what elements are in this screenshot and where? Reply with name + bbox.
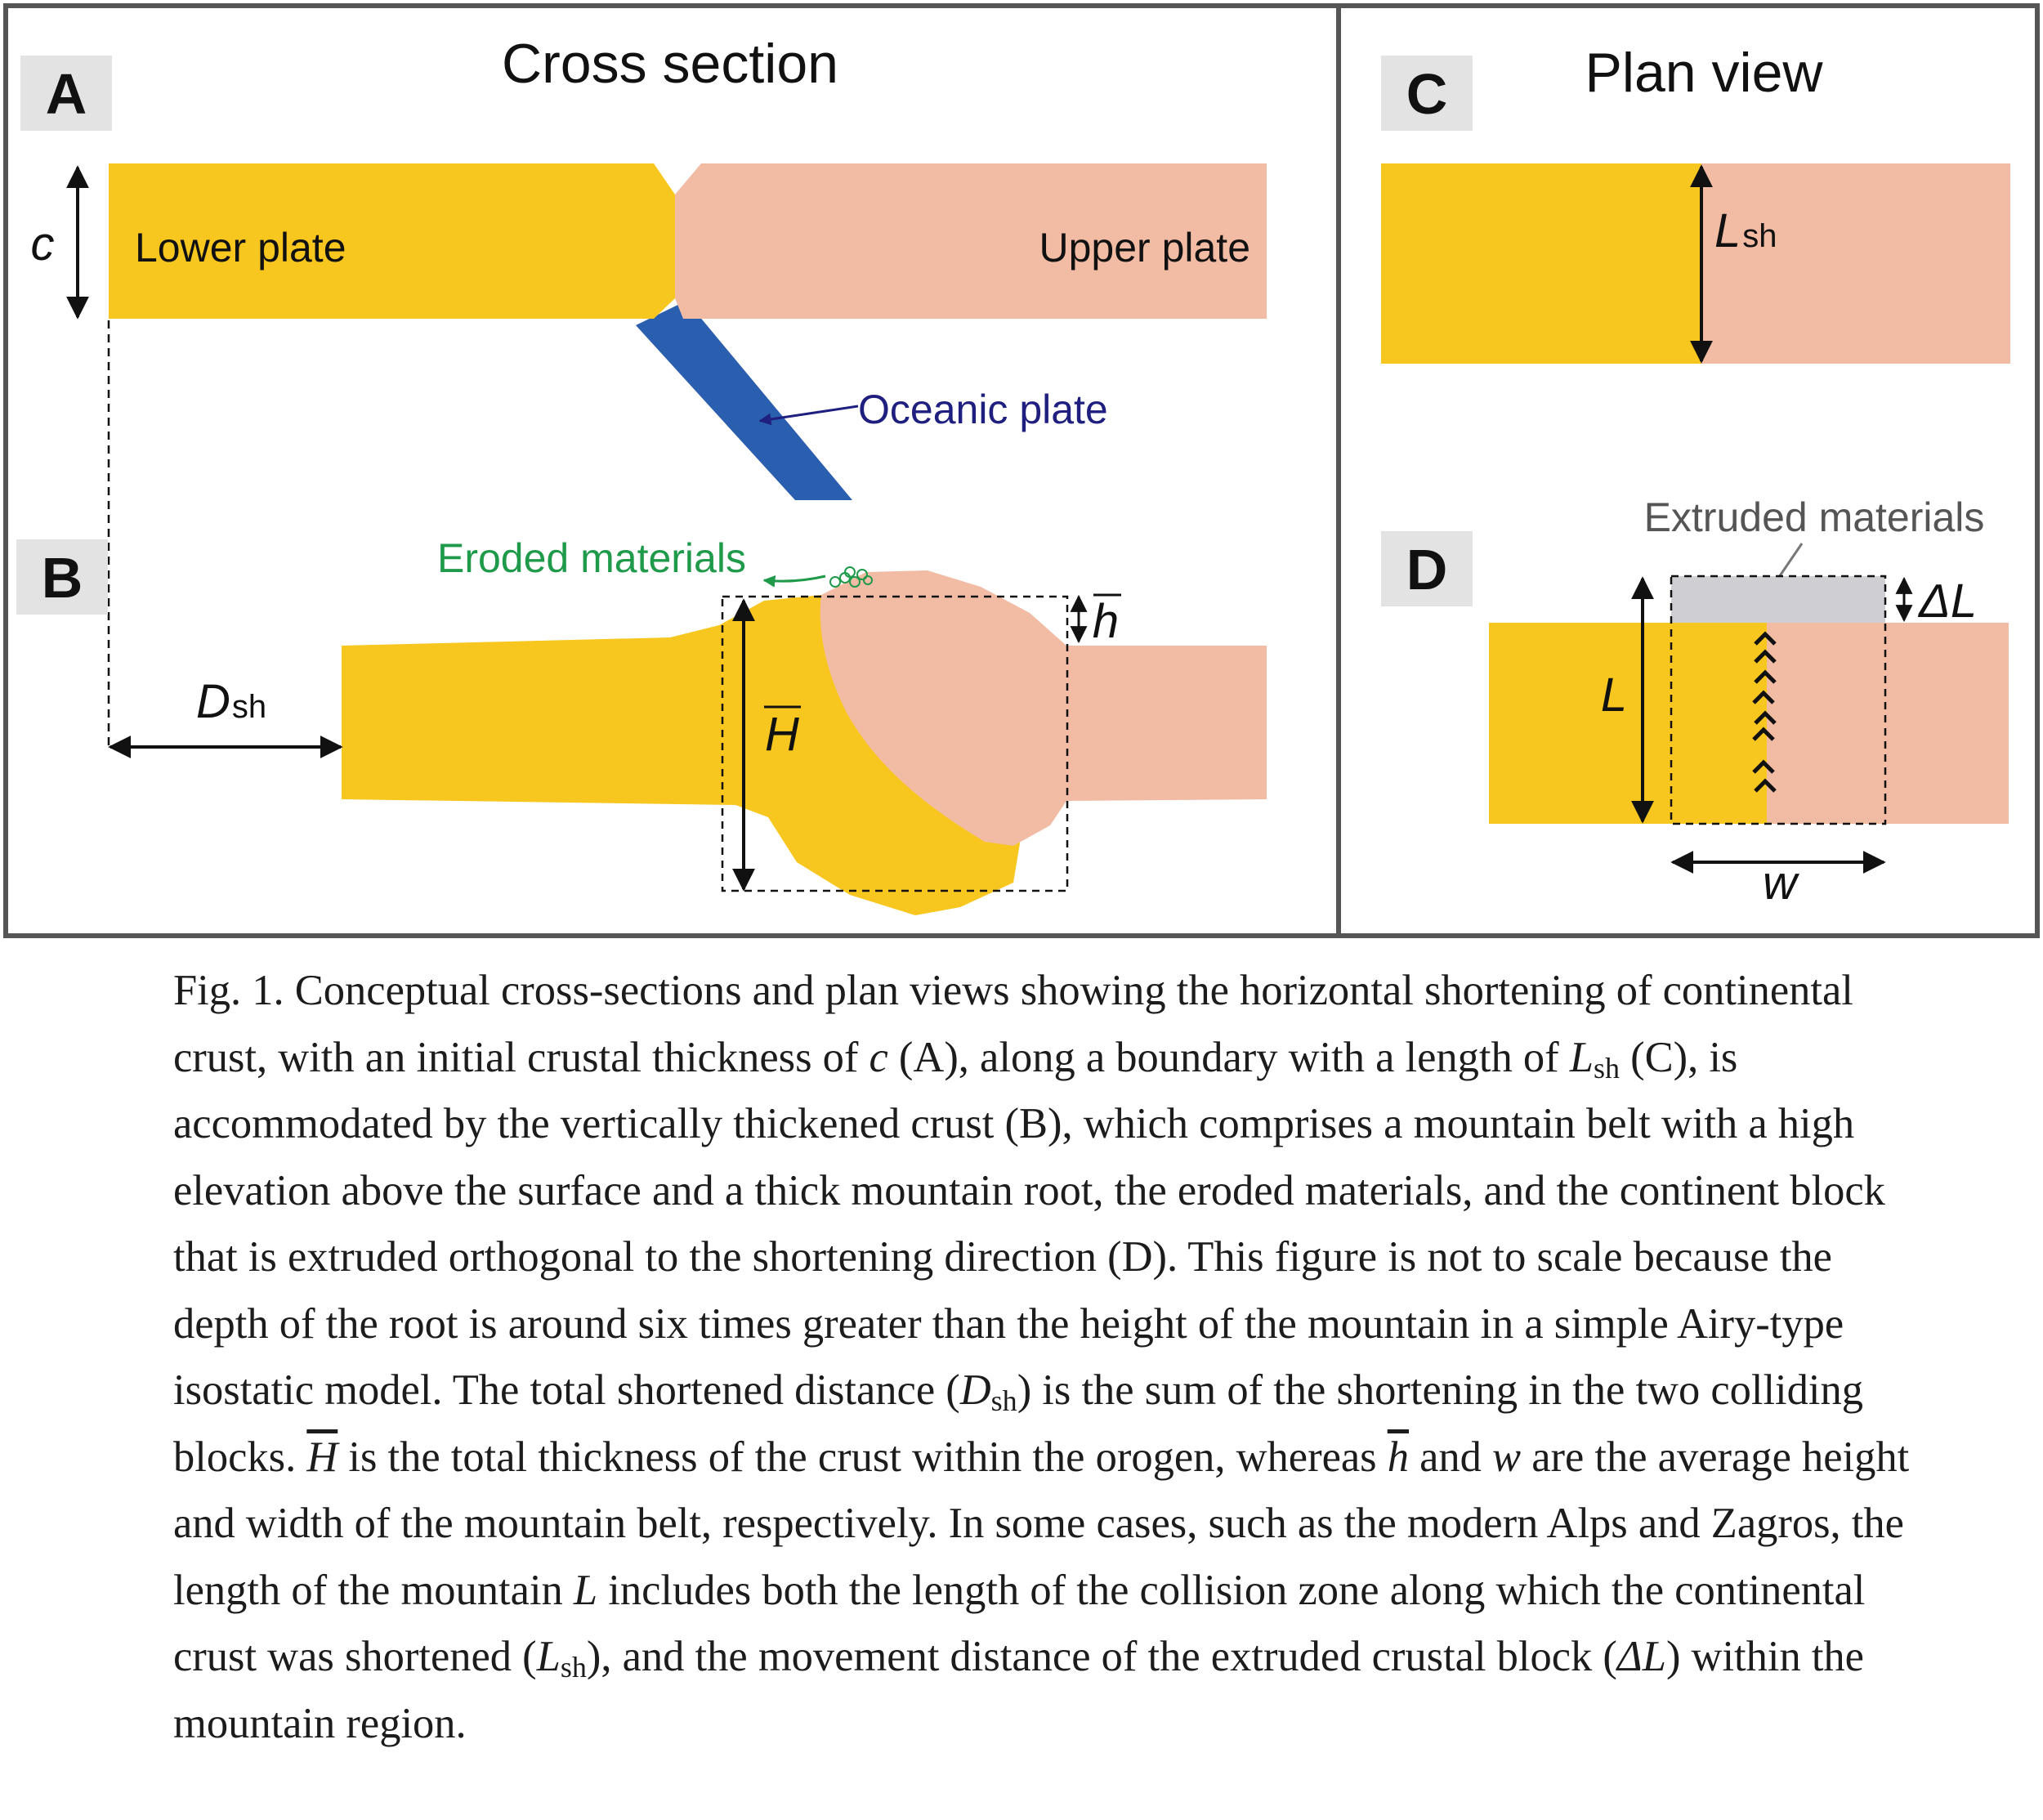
- figure: A Cross section Lower plate Upper plate …: [3, 3, 2040, 938]
- panel-d-letter-bg: [1381, 531, 1473, 606]
- dL-symbol: ΔL: [1917, 575, 1977, 628]
- figure-caption: Fig. 1. Conceptual cross-sections and pl…: [173, 967, 1910, 1747]
- eroded-particles: [829, 566, 873, 588]
- orogen-box: [721, 595, 1069, 892]
- dsh-symbol: Dsh: [196, 675, 266, 728]
- upper-plate-a: [675, 163, 1267, 319]
- eroded-arrow: [762, 575, 826, 588]
- lower-plate-a: [109, 163, 675, 319]
- oceanic-pointer: [758, 405, 859, 426]
- panel-c-letter: C: [1406, 62, 1448, 126]
- extruded-materials-label: Extruded materials: [1644, 494, 1985, 540]
- lsh-symbol: Lsh: [1714, 204, 1777, 257]
- oceanic-plate-label: Oceanic plate: [858, 387, 1108, 432]
- panel-c-title: Plan view: [1585, 42, 1823, 104]
- upper-plate-b: [820, 570, 1267, 846]
- w-symbol: w: [1763, 856, 1799, 910]
- oceanic-plate: [636, 301, 852, 500]
- h-symbol: h: [1093, 595, 1119, 648]
- panel-a-letter-bg: [20, 56, 112, 131]
- L-symbol: L: [1601, 669, 1627, 722]
- panel-c-letter-bg: [1381, 56, 1473, 131]
- thickness-c-symbol: c: [31, 217, 55, 271]
- suture-chevrons: [1752, 631, 1777, 793]
- panel-a-title: Cross section: [502, 33, 838, 95]
- lower-plate-label: Lower plate: [135, 225, 346, 271]
- eroded-materials-label: Eroded materials: [437, 535, 746, 581]
- panel-b-letter: B: [42, 546, 83, 610]
- upper-plate-c: [1701, 163, 2010, 364]
- panel-b-letter-bg: [16, 539, 108, 615]
- extruded-block: [1671, 576, 1885, 623]
- upper-plate-d: [1767, 623, 2009, 824]
- H-symbol: H: [765, 708, 799, 761]
- lower-plate-c: [1381, 163, 1701, 364]
- mountain-box: [1670, 575, 1887, 825]
- panel-d-letter: D: [1406, 538, 1448, 601]
- lower-plate-d: [1489, 623, 1767, 824]
- upper-plate-label: Upper plate: [1039, 225, 1251, 271]
- figure-frame: [3, 3, 2040, 938]
- panel-a-letter: A: [46, 62, 87, 126]
